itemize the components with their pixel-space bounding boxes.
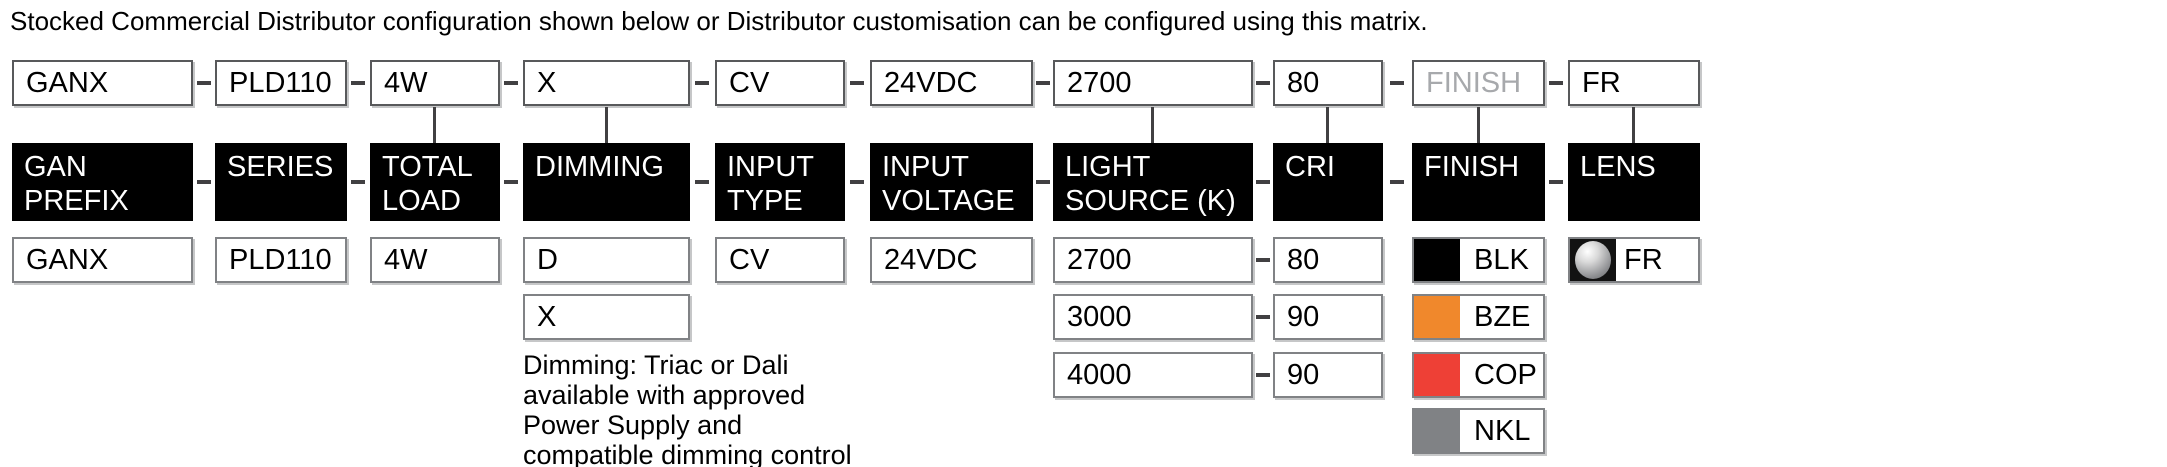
option-total-load-4w: 4W: [370, 237, 500, 283]
page-title: Stocked Commercial Distributor configura…: [10, 6, 1428, 36]
copper-finish-swatch: [1414, 354, 1460, 396]
option-light-source-4000: 4000: [1053, 352, 1253, 398]
option-input-voltage-24vdc: 24VDC: [870, 237, 1033, 283]
config-input-voltage: 24VDC: [870, 60, 1033, 106]
header-input-type: INPUT TYPE: [715, 143, 845, 221]
column-input-type: CV INPUT TYPE CV: [715, 0, 845, 467]
option-input-type-cv: CV: [715, 237, 845, 283]
dash-separator: [850, 180, 864, 184]
column-finish: FINISH FINISH BLK BZE COP NKL: [1412, 0, 1545, 467]
bronze-finish-swatch: [1414, 296, 1460, 338]
nickel-finish-swatch: [1414, 410, 1460, 452]
dash-separator: [1036, 81, 1050, 85]
option-dimming-d: D: [523, 237, 690, 283]
option-finish-nkl: NKL: [1412, 408, 1545, 454]
dimming-note-line: Power Supply and: [523, 410, 743, 440]
config-light-source: 2700: [1053, 60, 1253, 106]
option-lens-fr: FR: [1568, 237, 1700, 283]
option-finish-cop: COP: [1412, 352, 1545, 398]
dimming-note-line: compatible dimming control: [523, 440, 852, 467]
option-series-pld110: PLD110: [215, 237, 347, 283]
dimming-note-line: available with approved: [523, 380, 806, 410]
header-cri: CRI: [1273, 143, 1383, 221]
connector-line: [1476, 107, 1480, 143]
column-input-voltage: 24VDC INPUT VOLTAGE 24VDC: [870, 0, 1033, 467]
dash-separator: [695, 180, 709, 184]
dash-separator: [197, 81, 211, 85]
header-lens: LENS: [1568, 143, 1700, 221]
config-input-type: CV: [715, 60, 845, 106]
option-finish-bze: BZE: [1412, 294, 1545, 340]
config-lens: FR: [1568, 60, 1700, 106]
connector-line: [1632, 107, 1635, 143]
dash-separator: [1256, 180, 1270, 184]
config-gan-prefix: GANX: [12, 60, 193, 106]
option-cri-80: 80: [1273, 237, 1383, 283]
dash-separator: [1549, 81, 1563, 85]
config-finish: FINISH: [1412, 60, 1545, 106]
dash-separator: [1256, 258, 1270, 262]
header-input-voltage: INPUT VOLTAGE: [870, 143, 1033, 221]
dimming-note: Dimming: Triac or Dali available with ap…: [523, 350, 943, 467]
black-finish-swatch: [1414, 239, 1460, 281]
dash-separator: [1549, 180, 1563, 184]
option-cri-90-2: 90: [1273, 352, 1383, 398]
config-series: PLD110: [215, 60, 347, 106]
config-dimming: X: [523, 60, 690, 106]
dash-separator: [695, 81, 709, 85]
dash-separator: [351, 81, 365, 85]
connector-line: [1151, 107, 1154, 143]
dash-separator: [351, 180, 365, 184]
header-series: SERIES: [215, 143, 347, 221]
option-light-source-3000: 3000: [1053, 294, 1253, 340]
header-total-load: TOTAL LOAD: [370, 143, 500, 221]
column-cri: 80 CRI 80 90 90: [1273, 0, 1383, 467]
connector-line: [433, 107, 436, 143]
config-total-load: 4W: [370, 60, 500, 106]
header-dimming: DIMMING: [523, 143, 690, 221]
connector-line: [604, 107, 608, 143]
option-light-source-2700: 2700: [1053, 237, 1253, 283]
option-cri-90: 90: [1273, 294, 1383, 340]
header-gan-prefix: GAN PREFIX: [12, 143, 193, 221]
frosted-lens-icon: [1575, 241, 1611, 279]
connector-line: [1326, 107, 1329, 143]
dash-separator: [504, 81, 518, 85]
dash-separator: [850, 81, 864, 85]
dash-separator: [1036, 180, 1050, 184]
dimming-note-line: Dimming: Triac or Dali: [523, 350, 789, 380]
config-cri: 80: [1273, 60, 1383, 106]
column-total-load: 4W TOTAL LOAD 4W: [370, 0, 500, 467]
column-series: PLD110 SERIES PLD110: [215, 0, 347, 467]
column-gan-prefix: GANX GAN PREFIX GANX: [12, 0, 193, 467]
column-lens: FR LENS FR: [1568, 0, 1700, 467]
column-dimming: X DIMMING D X: [523, 0, 690, 467]
dash-separator: [197, 180, 211, 184]
option-finish-blk: BLK: [1412, 237, 1545, 283]
dash-separator: [504, 180, 518, 184]
dash-separator: [1256, 315, 1270, 319]
dash-separator: [1390, 180, 1404, 184]
dash-separator: [1256, 373, 1270, 377]
dash-separator: [1390, 81, 1404, 85]
header-light-source: LIGHT SOURCE (K): [1053, 143, 1253, 221]
option-dimming-x: X: [523, 294, 690, 340]
column-light-source: 2700 LIGHT SOURCE (K) 2700 3000 4000: [1053, 0, 1253, 467]
header-finish: FINISH: [1412, 143, 1545, 221]
option-gan-prefix-ganx: GANX: [12, 237, 193, 283]
dash-separator: [1256, 81, 1270, 85]
